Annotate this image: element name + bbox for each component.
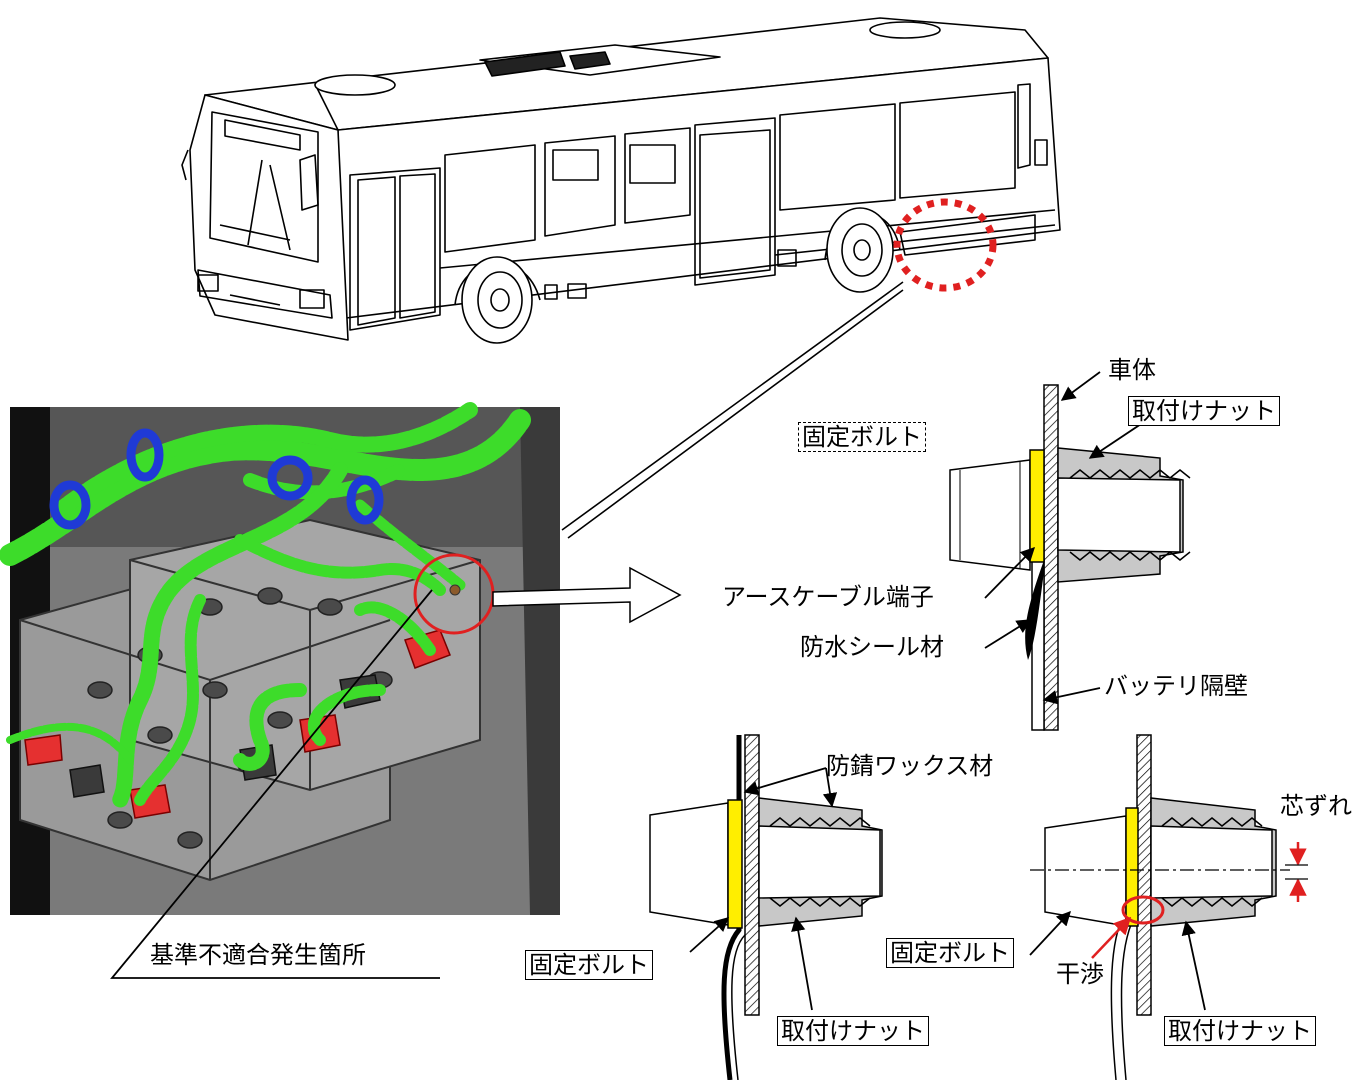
vehicle-body-panel <box>1043 384 1059 731</box>
vehicle-body-label: 車体 <box>1108 356 1156 384</box>
zoom-leader-lines <box>561 281 904 539</box>
bolt-head-shape <box>949 459 1031 571</box>
waterproof-sealant-label: 防水シール材 <box>800 633 944 661</box>
section-normal <box>949 384 1191 731</box>
misalignment-label: 芯ずれ <box>1280 792 1352 820</box>
battery-partition-label: バッテリ隔壁 <box>1104 672 1248 700</box>
bus-callout-circle <box>893 198 997 292</box>
misalignment-arrows <box>1091 842 1308 959</box>
mounting-nut-label-3: 取付けナット <box>1164 1016 1316 1046</box>
mounting-nut-label-1: 取付けナット <box>1128 396 1280 426</box>
section-wax-leaders <box>689 767 838 1011</box>
interference-label: 干渉 <box>1056 960 1104 988</box>
nonconformity-location-label: 基準不適合発生箇所 <box>150 941 366 969</box>
hollow-arrow-to-section <box>492 566 682 624</box>
section-normal-leaders <box>984 371 1151 705</box>
sealant-shape <box>1025 560 1044 660</box>
wax-layer-shape <box>721 735 742 1080</box>
mounting-nut-label-2: 取付けナット <box>777 1016 929 1046</box>
section-misaligned <box>1030 734 1290 1080</box>
bus-illustration <box>181 17 1061 344</box>
fixing-bolt-label-2: 固定ボルト <box>525 950 653 980</box>
battery-compartment-render <box>0 402 560 915</box>
section-misaligned-leaders <box>1029 910 1206 1011</box>
fixing-bolt-label-3: 固定ボルト <box>886 938 1014 968</box>
interference-circle <box>1121 895 1165 925</box>
nonconformity-leader <box>110 589 440 979</box>
earth-cable-terminal-label: アースケーブル端子 <box>722 583 934 611</box>
fixing-bolt-label-1: 固定ボルト <box>798 422 926 452</box>
earth-terminal-shape <box>1029 449 1045 563</box>
section-wax <box>649 734 883 1080</box>
antirust-wax-label: 防錆ワックス材 <box>826 752 994 780</box>
